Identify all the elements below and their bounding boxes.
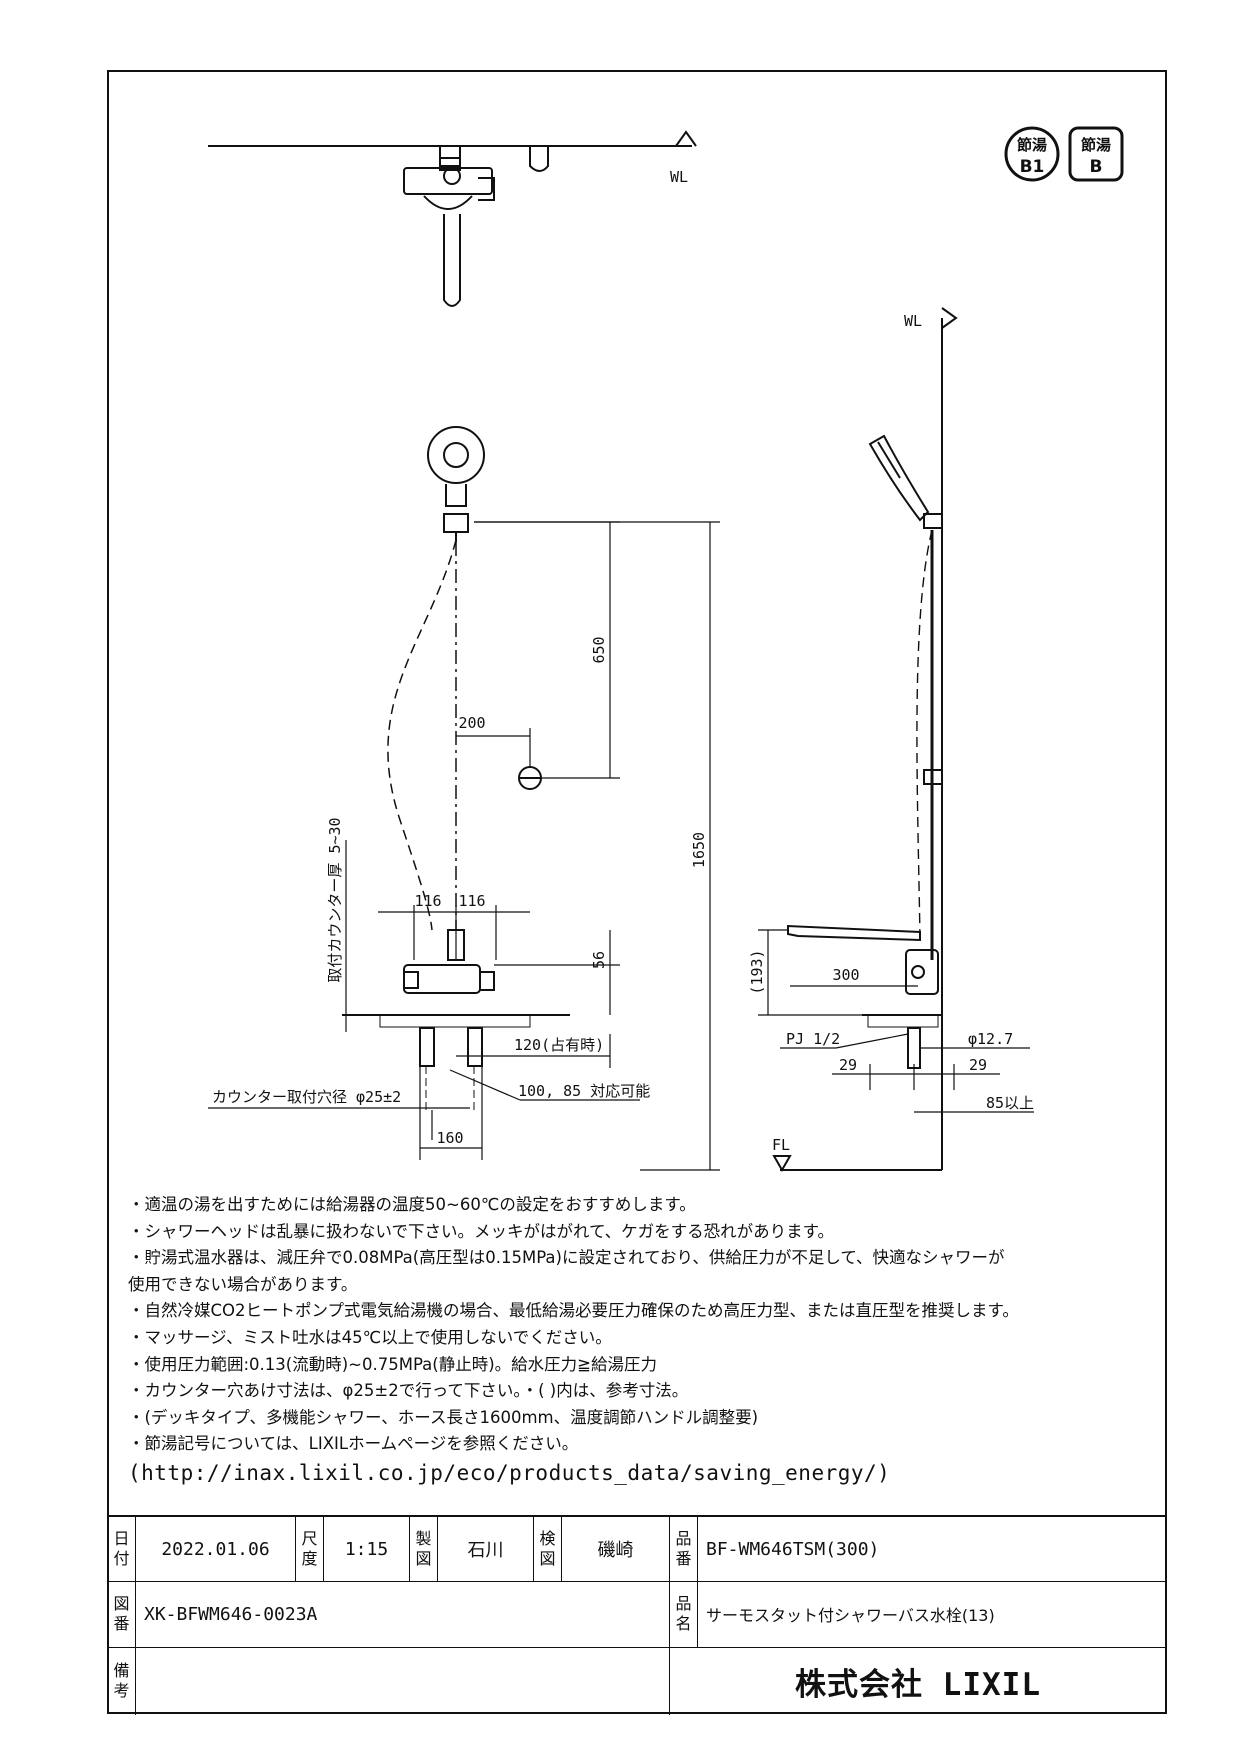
company-logo: 株式会社 LIXIL [795, 1666, 1041, 1703]
scale-value: 1:15 [324, 1517, 410, 1581]
tb-line-2 [108, 1647, 1166, 1648]
badge-b-bottom: B [1090, 157, 1103, 177]
badge-b1-bottom: B1 [1020, 157, 1045, 177]
dim-85: 85以上 [986, 1094, 1034, 1112]
note-2: ・シャワーヘッドは乱暴に扱わないで下さい。メッキがはがれて、ケガをする恐れがあり… [128, 1221, 835, 1241]
wl-label-side: WL [904, 312, 922, 330]
dim-193: (193) [748, 949, 766, 994]
dim-116-left: 116 [414, 892, 441, 910]
remarks-value [136, 1647, 670, 1715]
dim-56: 56 [590, 951, 608, 969]
note-1: ・適温の湯を出すためには給湯器の温度50~60℃の設定をおすすめします。 [128, 1195, 696, 1214]
drawing-no-label: 図番 [108, 1581, 136, 1647]
note-3: ・貯湯式温水器は、減圧弁で0.08MPa(高圧型は0.15MPa)に設定されてお… [128, 1248, 1005, 1268]
dim-29-right: 29 [969, 1056, 987, 1074]
dim-1650: 1650 [690, 832, 708, 868]
checked-by: 磯崎 [562, 1517, 670, 1581]
product-name: サーモスタット付シャワーバス水栓(13) [706, 1606, 995, 1625]
dim-160: 160 [436, 1129, 463, 1147]
checked-label: 検図 [534, 1517, 562, 1581]
remarks-label: 備考 [108, 1647, 136, 1715]
front-dimensions [208, 521, 720, 1171]
plan-view: WL [208, 130, 697, 307]
fl-label: FL [772, 1136, 790, 1154]
note-6: ・マッサージ、ミスト吐水は45℃以上で使用しないでください。 [128, 1327, 612, 1347]
dim-116-right: 116 [458, 892, 485, 910]
side-view: WL FL [772, 307, 958, 1173]
badge-b1-top: 節湯 [1017, 136, 1047, 154]
dim-100-85: 100, 85 対応可能 [518, 1082, 650, 1100]
note-10: ・節湯記号については、LIXILホームページを参照ください。 [128, 1434, 579, 1454]
note-8: ・カウンター穴あけ寸法は、φ25±2で行って下さい。・( )内は、参考寸法。 [128, 1381, 689, 1401]
product-no: BF-WM646TSM(300) [706, 1538, 880, 1560]
date-label: 日付 [108, 1517, 136, 1581]
side-dimensions [758, 929, 1034, 1113]
dim-120: 120(占有時) [514, 1036, 604, 1054]
dim-29-left: 29 [839, 1056, 857, 1074]
date-value: 2022.01.06 [136, 1517, 296, 1581]
tb-line-1 [108, 1581, 1166, 1582]
product-no-label: 品番 [670, 1517, 698, 1581]
product-name-label: 品名 [670, 1581, 698, 1647]
dim-200: 200 [458, 714, 485, 732]
sheet-border [107, 70, 1167, 1714]
drawing-no: XK-BFWM646-0023A [136, 1581, 670, 1647]
badge-b-top: 節湯 [1081, 136, 1111, 154]
note-4: 使用できない場合があります。 [128, 1274, 358, 1294]
note-9: ・(デッキタイプ、多機能シャワー、ホース長さ1600mm、温度調節ハンドル調整要… [128, 1407, 759, 1427]
note-7: ・使用圧力範囲:0.13(流動時)~0.75MPa(静止時)。給水圧力≧給湯圧力 [128, 1354, 657, 1374]
notes-block: ・適温の湯を出すためには給湯器の温度50~60℃の設定をおすすめします。 ・シャ… [128, 1192, 1128, 1487]
eco-badge-b: 節湯 B [1068, 126, 1124, 182]
dim-650: 650 [590, 636, 608, 663]
wl-label-plan: WL [670, 168, 688, 186]
scale-label: 尺度 [296, 1517, 324, 1581]
eco-badge-b1: 節湯 B1 [1004, 126, 1060, 182]
dim-pj: PJ 1/2 [786, 1030, 840, 1048]
note-5: ・自然冷媒CO2ヒートポンプ式電気給湯機の場合、最低給湯必要圧力確保のため高圧力… [128, 1301, 1019, 1321]
dim-phi-12-7: φ12.7 [968, 1030, 1013, 1048]
dim-hole-diameter: カウンター取付穴径 φ25±2 [212, 1088, 401, 1106]
drawn-by: 石川 [438, 1517, 534, 1581]
title-block: 日付 2022.01.06 尺度 1:15 製図 石川 検図 磯崎 品番 BF-… [108, 1515, 1166, 1715]
dim-counter-thickness: 取付カウンター厚 5~30 [326, 817, 344, 982]
drawn-label: 製図 [410, 1517, 438, 1581]
eco-url: (http://inax.lixil.co.jp/eco/products_da… [128, 1460, 891, 1485]
dim-300: 300 [832, 966, 859, 984]
front-view [342, 426, 570, 1110]
